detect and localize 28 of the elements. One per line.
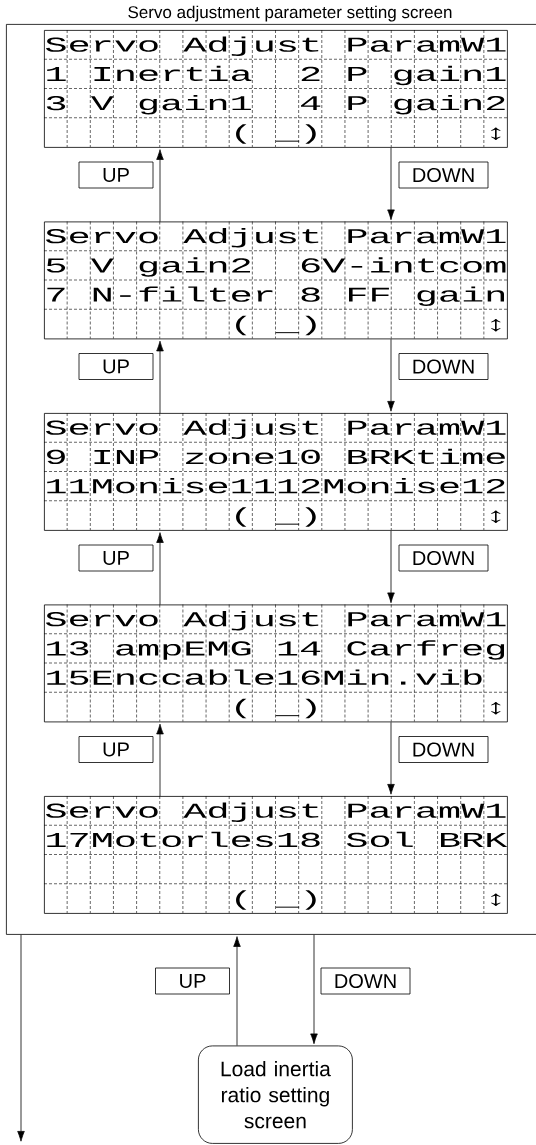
key-label: DOWN bbox=[398, 736, 489, 763]
arrow bbox=[310, 934, 318, 1045]
heading: Servo adjustment parameter setting screen bbox=[128, 5, 452, 22]
arrow bbox=[387, 338, 395, 412]
arrow bbox=[387, 147, 395, 221]
lcd-screen: Servo Adjust ParamW1 13 ampEMG 14 Carfreg 15Enccable16Min.vib ( _) ↕ bbox=[43, 604, 508, 723]
arrow bbox=[233, 936, 241, 1046]
lcd-screen: Servo Adjust ParamW1 1 Inertia 2 P gain1 3 V gain1 4 P gain2 ( _) ↕ bbox=[43, 29, 508, 148]
arrow bbox=[387, 721, 395, 795]
arrow bbox=[156, 340, 164, 414]
lcd-screen: Servo Adjust ParamW1 17Motorles18 Sol BRK ( _) ↕ bbox=[43, 795, 508, 914]
key-label: DOWN bbox=[320, 967, 411, 995]
rounded-box: Load inertia ratio setting screen bbox=[198, 1045, 353, 1144]
key-label: UP bbox=[155, 967, 230, 995]
lcd-screen: Servo Adjust ParamW1 5 V gain2 6V-intcom 7 N-filter 8 FF gain ( _) ↕ bbox=[43, 221, 508, 340]
key-label: DOWN bbox=[398, 544, 489, 572]
arrow bbox=[17, 934, 25, 1142]
key-label: DOWN bbox=[398, 161, 489, 189]
key-label: DOWN bbox=[398, 353, 489, 380]
arrow bbox=[156, 532, 164, 605]
arrow bbox=[156, 723, 164, 797]
arrow bbox=[387, 530, 395, 604]
key-label: UP bbox=[78, 161, 154, 189]
key-label: UP bbox=[78, 736, 154, 763]
arrow bbox=[156, 149, 164, 222]
key-label: UP bbox=[78, 544, 154, 572]
lcd-screen: Servo Adjust ParamW1 9 INP zone10 BRKtime 11Monise1112Monise12 ( _) ↕ bbox=[43, 412, 508, 531]
key-label: UP bbox=[78, 353, 154, 380]
